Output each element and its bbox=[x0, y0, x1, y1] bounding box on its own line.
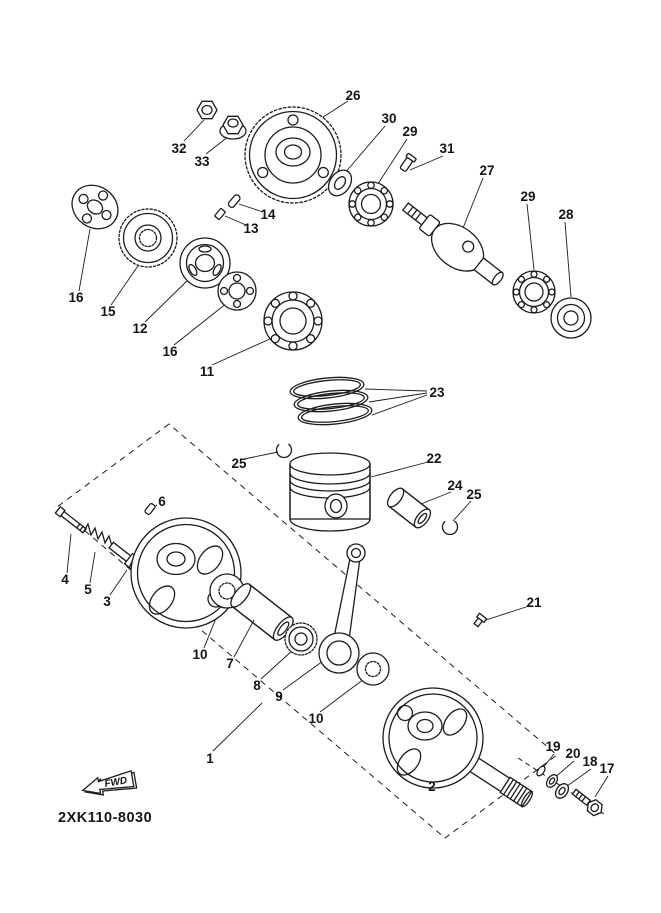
callout-26: 26 bbox=[345, 88, 361, 103]
callout-7: 7 bbox=[226, 656, 234, 671]
callout-18: 18 bbox=[582, 754, 598, 769]
piston-22 bbox=[289, 452, 371, 532]
callout-4: 4 bbox=[61, 572, 69, 587]
callout-9: 9 bbox=[275, 689, 283, 704]
callout-10-a: 10 bbox=[192, 647, 207, 662]
primary-drive-gear-26 bbox=[244, 106, 342, 204]
callout-2: 2 bbox=[428, 779, 436, 794]
callout-29-a: 29 bbox=[402, 124, 417, 139]
callout-23: 23 bbox=[429, 385, 445, 400]
washer-19 bbox=[536, 765, 546, 777]
bolt-31 bbox=[399, 152, 417, 172]
diagram-code: 2XK110-8030 bbox=[58, 810, 152, 826]
pin-14 bbox=[227, 194, 241, 209]
spacer-collar-7 bbox=[230, 583, 294, 641]
callout-21: 21 bbox=[526, 595, 542, 610]
retainer-plate-16-left bbox=[71, 184, 119, 230]
spline-washer-10-right bbox=[356, 652, 390, 686]
pin-6 bbox=[144, 502, 156, 516]
callout-3: 3 bbox=[103, 594, 111, 609]
oil-seal-28 bbox=[550, 297, 592, 339]
washer-16-right bbox=[217, 271, 257, 311]
callout-24: 24 bbox=[447, 478, 463, 493]
callout-15: 15 bbox=[100, 304, 116, 319]
washer-30 bbox=[327, 169, 353, 197]
callout-16-a: 16 bbox=[68, 290, 84, 305]
key-13 bbox=[214, 208, 226, 220]
fwd-arrow: FWD bbox=[81, 769, 138, 796]
connecting-rod-9 bbox=[318, 543, 366, 674]
circlip-25-left bbox=[275, 441, 293, 459]
crankshaft-half-27 bbox=[401, 202, 504, 286]
crank-web-right-2 bbox=[382, 687, 534, 808]
callout-1: 1 bbox=[206, 751, 214, 766]
callout-31: 31 bbox=[439, 141, 455, 156]
callout-17: 17 bbox=[599, 761, 614, 776]
driven-gear-15 bbox=[118, 208, 178, 268]
flange-nut-33 bbox=[219, 115, 247, 140]
bearing-29-right bbox=[512, 270, 556, 314]
pinion-gear-8 bbox=[284, 622, 318, 656]
circlip-25-right bbox=[441, 518, 459, 536]
callout-16-b: 16 bbox=[162, 344, 178, 359]
leader-lines bbox=[66, 100, 609, 798]
nut-32 bbox=[196, 100, 218, 120]
bolt-17 bbox=[571, 788, 603, 817]
callout-33: 33 bbox=[194, 154, 210, 169]
washer-20 bbox=[545, 774, 559, 788]
assembly-plane-outline bbox=[56, 423, 605, 839]
plug-21 bbox=[473, 612, 488, 628]
callout-30: 30 bbox=[381, 111, 396, 126]
clutch-plate-12 bbox=[179, 237, 231, 289]
callout-13: 13 bbox=[243, 221, 259, 236]
washer-18 bbox=[554, 783, 570, 799]
bearing-29-left bbox=[348, 181, 394, 227]
piston-pin-24 bbox=[386, 487, 432, 529]
callout-10-b: 10 bbox=[308, 711, 323, 726]
callout-22: 22 bbox=[426, 451, 441, 466]
callout-12: 12 bbox=[132, 321, 147, 336]
callout-28: 28 bbox=[558, 207, 574, 222]
callout-29-b: 29 bbox=[520, 189, 535, 204]
spring-5 bbox=[83, 522, 113, 547]
callout-8: 8 bbox=[253, 678, 261, 693]
callout-11: 11 bbox=[200, 364, 215, 379]
callout-25-a: 25 bbox=[231, 456, 247, 471]
callout-labels: 26 32 33 30 29 31 27 29 28 16 15 14 13 1… bbox=[61, 88, 614, 794]
crank-web-left-1 bbox=[130, 517, 242, 629]
callout-14: 14 bbox=[260, 207, 276, 222]
callout-6: 6 bbox=[158, 494, 166, 509]
callout-19: 19 bbox=[545, 739, 560, 754]
callout-27: 27 bbox=[479, 163, 494, 178]
callout-5: 5 bbox=[84, 582, 92, 597]
callout-25-b: 25 bbox=[466, 487, 482, 502]
fwd-label: FWD bbox=[104, 775, 128, 790]
bolt-4 bbox=[54, 505, 88, 534]
callout-20: 20 bbox=[565, 746, 580, 761]
piston-rings-23 bbox=[289, 376, 373, 426]
bearing-11 bbox=[263, 291, 323, 351]
callout-32: 32 bbox=[171, 141, 186, 156]
